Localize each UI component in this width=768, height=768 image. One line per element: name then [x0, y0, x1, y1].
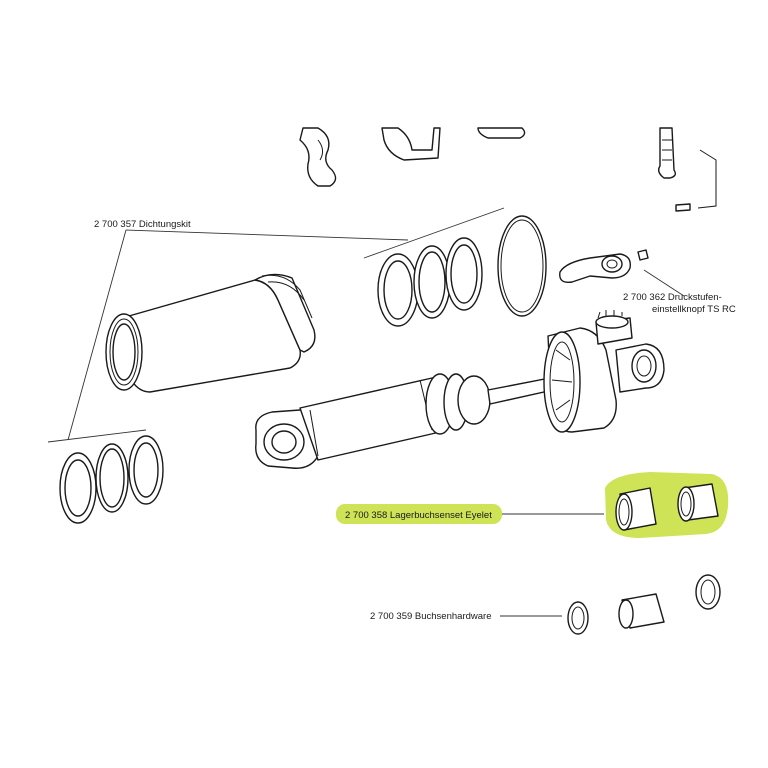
label-lagerbuchsenset: 2 700 358 Lagerbuchsenset Eyelet — [345, 510, 492, 521]
label-druckstufen-line2: einstellknopf TS RC — [652, 304, 736, 315]
shock-body — [255, 310, 665, 469]
seal-rings-middle — [377, 215, 547, 327]
label-lagerbuchsenset-highlight — [336, 504, 502, 524]
label-dichtungskit: 2 700 357 Dichtungskit — [94, 219, 191, 230]
leader-lines — [47, 207, 685, 617]
compression-adjuster-knob — [559, 249, 649, 283]
bushing-hardware — [567, 574, 721, 635]
part-labels: 2 700 357 Dichtungskit 2 700 362 Druckst… — [94, 219, 736, 622]
highlighted-bushing-set — [605, 472, 729, 538]
label-druckstufen-line1: 2 700 362 Druckstufen- — [623, 292, 722, 303]
seal-rings-left — [59, 435, 164, 524]
reservoir-can — [105, 273, 316, 393]
label-buchsenhardware: 2 700 359 Buchsenhardware — [370, 611, 491, 622]
top-partial-parts — [299, 127, 717, 212]
